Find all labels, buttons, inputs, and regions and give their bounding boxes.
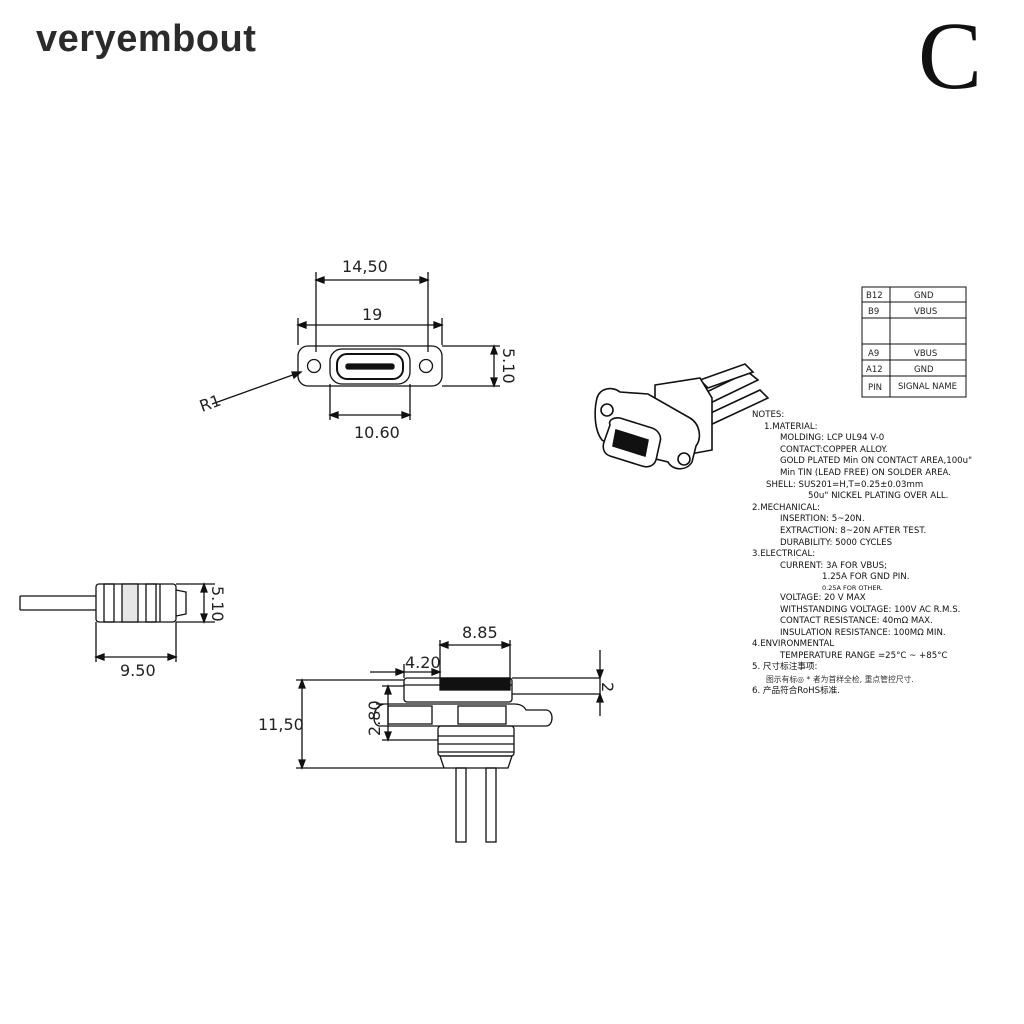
top-view (211, 272, 500, 420)
notes-line: MOLDING: LCP UL94 V-0 (780, 433, 885, 444)
pin-table-cell: VBUS (914, 307, 937, 317)
dim-side-length: 9.50 (120, 661, 156, 680)
spec-notes: NOTES: 1.MATERIAL: MOLDING: LCP UL94 V-0… (752, 410, 1014, 697)
pin-table-cell: B12 (866, 291, 883, 301)
pin-table-cell: A9 (868, 349, 879, 359)
pin-table-cell: A12 (866, 365, 883, 375)
dim-hole-pitch: 19 (362, 305, 382, 324)
dim-side-height: 5.10 (208, 586, 227, 622)
notes-line: 1.25A FOR GND PIN. (822, 572, 910, 583)
notes-heading: 4.ENVIRONMENTAL (752, 639, 835, 650)
dim-total-height: 11,50 (258, 715, 304, 734)
notes-line: GOLD PLATED Min ON CONTACT AREA,100u" (780, 456, 973, 467)
notes-line: 0.25A FOR OTHER. (822, 583, 883, 592)
notes-line: CONTACT RESISTANCE: 40mΩ MAX. (780, 616, 933, 627)
notes-line: Min TIN (LEAD FREE) ON SOLDER AREA. (780, 467, 952, 478)
notes-line: SHELL: SUS201=H,T=0.25±0.03mm (766, 479, 924, 490)
dim-front-offset: 4.20 (405, 653, 441, 672)
dim-top-height: 5.10 (499, 348, 518, 384)
notes-heading: 3.ELECTRICAL: (752, 549, 816, 560)
notes-line: CONTACT:COPPER ALLOY. (780, 444, 888, 455)
dim-radius: R1 (197, 391, 224, 416)
pin-table-cell: B9 (868, 307, 879, 317)
dim-front-width: 8.85 (462, 623, 498, 642)
notes-line: VOLTAGE: 20 V MAX (780, 592, 866, 603)
notes-heading: 2.MECHANICAL: (752, 502, 820, 513)
pin-table-cell: GND (914, 365, 934, 375)
notes-line: INSERTION: 5~20N. (780, 514, 865, 525)
side-view (19, 582, 215, 662)
notes-line: 5. 尺寸标注事项: (752, 662, 818, 673)
pin-table-cell: PIN (868, 383, 882, 393)
notes-line: DURABILITY: 5000 CYCLES (780, 537, 893, 548)
variant-letter: C (918, 2, 983, 109)
dim-flange-height: 2.80 (365, 700, 384, 736)
pin-table-cell: VBUS (914, 349, 937, 359)
front-view (296, 640, 604, 843)
notes-line: EXTRACTION: 8~20N AFTER TEST. (780, 525, 927, 536)
isometric-view (594, 363, 770, 470)
notes-line: 6. 产品符合RoHS标准. (752, 685, 840, 696)
dim-outer-width: 14,50 (342, 257, 388, 276)
notes-line: 图示有标◎ * 者为首样全检, 重点管控尺寸. (766, 675, 914, 685)
pin-table (861, 286, 967, 398)
notes-line: CURRENT: 3A FOR VBUS; (780, 560, 887, 571)
dim-opening-width: 10.60 (354, 423, 400, 442)
notes-line: WITHSTANDING VOLTAGE: 100V AC R.M.S. (780, 604, 961, 615)
pin-table-cell: GND (914, 291, 934, 301)
brand-logo-text: veryembout (36, 18, 257, 60)
dim-top-thickness: 2 (598, 682, 617, 692)
pin-table-cell: SIGNAL NAME (898, 382, 957, 392)
notes-line: INSULATION RESISTANCE: 100MΩ MIN. (780, 627, 946, 638)
notes-title: NOTES: (752, 410, 785, 420)
notes-line: TEMPERATURE RANGE =25°C ~ +85°C (780, 650, 948, 661)
notes-heading: 1.MATERIAL: (764, 421, 818, 432)
notes-line: 50u" NICKEL PLATING OVER ALL. (808, 491, 949, 502)
